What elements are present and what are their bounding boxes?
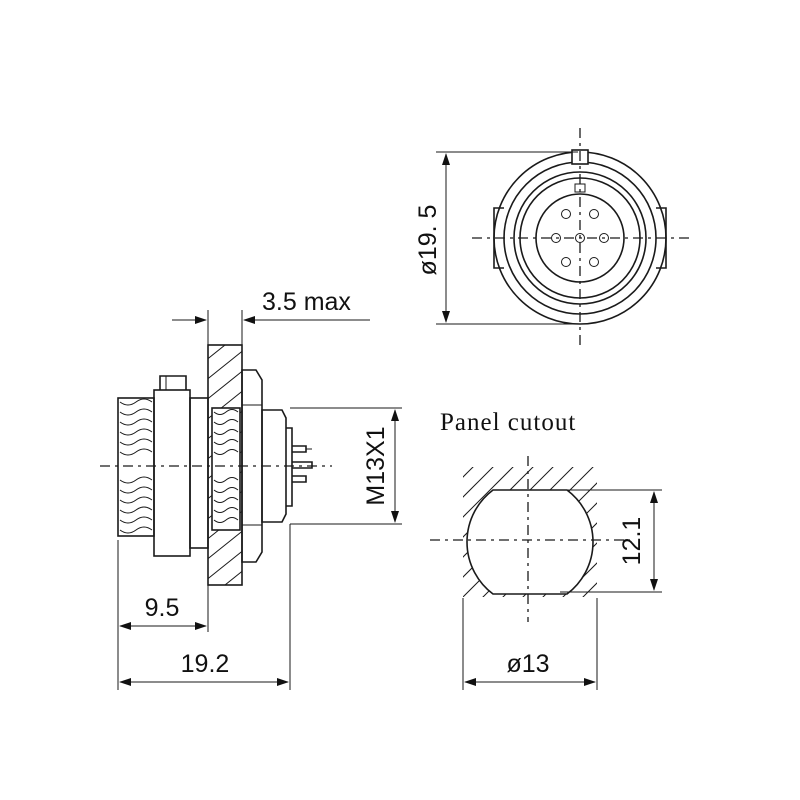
pin-holes bbox=[551, 209, 609, 267]
rear-insert bbox=[286, 427, 293, 507]
dim-cutout-diameter: ø13 bbox=[462, 598, 598, 690]
cutout-shape bbox=[466, 489, 594, 595]
collar bbox=[153, 389, 191, 557]
side-view: 3.5 max M13X1 9.5 19.2 bbox=[100, 288, 402, 690]
panel-cutout-view: Panel cutout 12.1 bbox=[430, 409, 662, 690]
dim-outer-diameter-label: ø19. 5 bbox=[414, 205, 442, 276]
dim-cutout-width-label: 12.1 bbox=[618, 517, 646, 566]
rear-body bbox=[261, 409, 287, 523]
dim-front-length: 9.5 bbox=[117, 540, 209, 690]
front-threads bbox=[119, 398, 153, 534]
dim-front-length-label: 9.5 bbox=[145, 594, 180, 622]
dim-cutout-width: 12.1 bbox=[560, 489, 662, 593]
dim-thread-label: M13X1 bbox=[362, 426, 390, 505]
nut bbox=[241, 369, 263, 563]
front-view: ø19. 5 bbox=[414, 128, 692, 348]
dim-cutout-diameter-label: ø13 bbox=[506, 650, 549, 678]
front-body bbox=[117, 397, 155, 537]
dim-thread: M13X1 bbox=[290, 407, 402, 525]
dim-overall-length: 19.2 bbox=[119, 524, 291, 690]
key-tab bbox=[159, 375, 187, 390]
solder-pins bbox=[292, 445, 313, 483]
flange-face bbox=[189, 397, 209, 549]
dim-outer-diameter: ø19. 5 bbox=[414, 151, 578, 325]
panel-cutout-title: Panel cutout bbox=[440, 409, 576, 436]
dim-flange-thickness: 3.5 max bbox=[172, 288, 370, 345]
dim-overall-length-label: 19.2 bbox=[181, 650, 230, 678]
dim-flange-thickness-label: 3.5 max bbox=[262, 288, 351, 316]
